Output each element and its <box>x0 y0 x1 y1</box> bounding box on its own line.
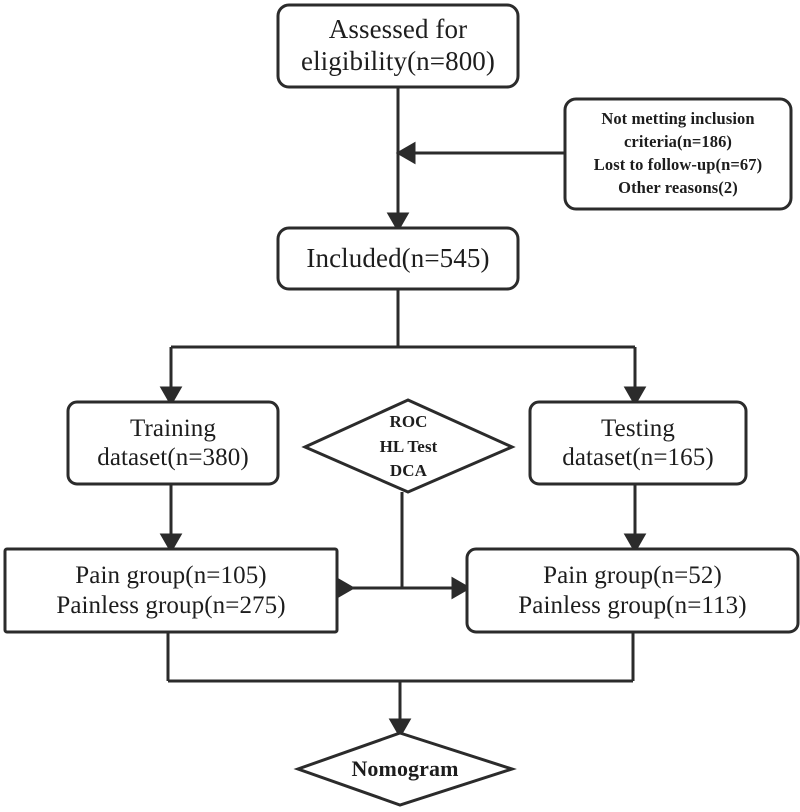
node-included[interactable] <box>276 226 520 291</box>
node-eligibility[interactable] <box>276 3 520 89</box>
node-pain-group-training[interactable] <box>3 547 339 634</box>
node-pain-group-testing[interactable] <box>465 547 800 634</box>
node-nomogram[interactable] <box>293 731 517 807</box>
node-evaluation-metrics[interactable] <box>301 398 516 494</box>
node-testing-dataset[interactable] <box>528 400 748 486</box>
node-excluded[interactable] <box>563 97 793 211</box>
node-training-dataset[interactable] <box>66 400 280 486</box>
